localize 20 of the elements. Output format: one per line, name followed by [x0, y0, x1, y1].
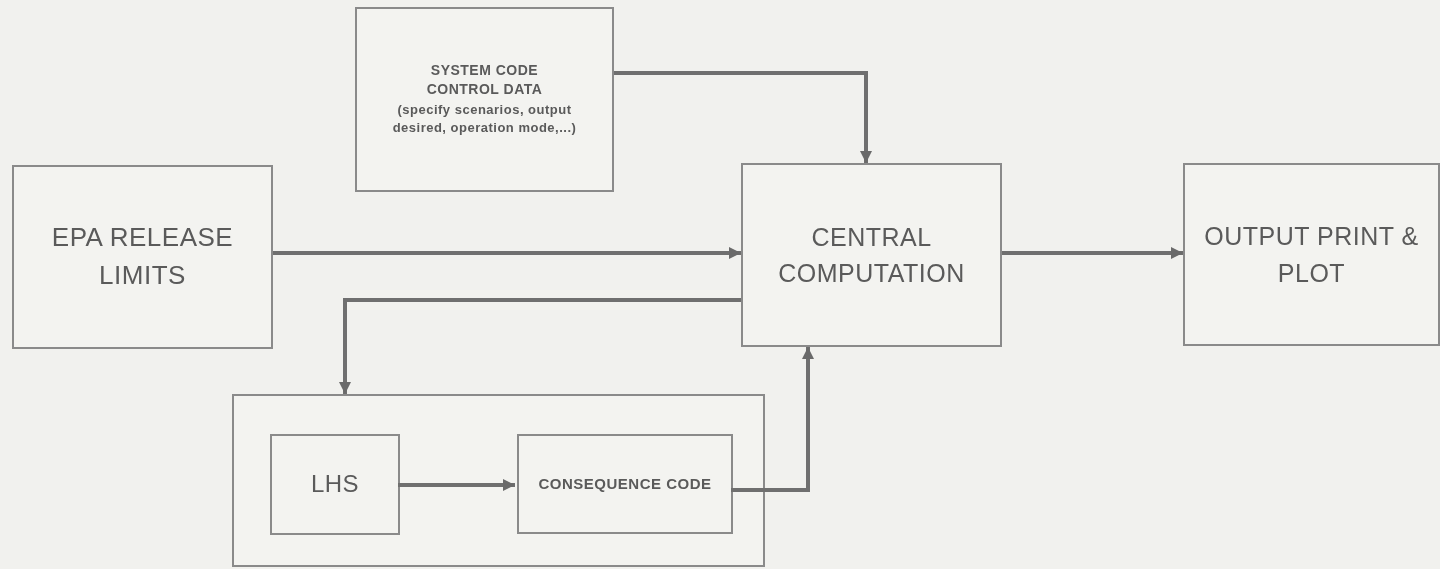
process-box: [741, 163, 1002, 347]
box-note: (specify scenarios, output desired, operation mode,...): [391, 100, 578, 138]
arrow: [1002, 247, 1183, 259]
process-box: [1183, 163, 1440, 346]
arrow: [614, 71, 872, 163]
box-label: LHS: [309, 469, 361, 500]
box-heading: SYSTEM CODE CONTROL DATA: [425, 60, 544, 99]
arrow: [273, 247, 741, 259]
arrow: [398, 479, 515, 491]
process-box: [12, 165, 273, 349]
box-label: CONSEQUENCE CODE: [537, 474, 713, 495]
group-frame: [232, 394, 765, 567]
process-box: [517, 434, 733, 534]
arrow: [339, 298, 741, 394]
box-label: CENTRAL COMPUTATION: [777, 221, 966, 289]
box-label: EPA RELEASE LIMITS: [50, 221, 235, 292]
process-box: [355, 7, 614, 192]
process-box: [270, 434, 400, 535]
box-label: OUTPUT PRINT & PLOT: [1203, 221, 1420, 289]
arrow: [731, 347, 814, 492]
